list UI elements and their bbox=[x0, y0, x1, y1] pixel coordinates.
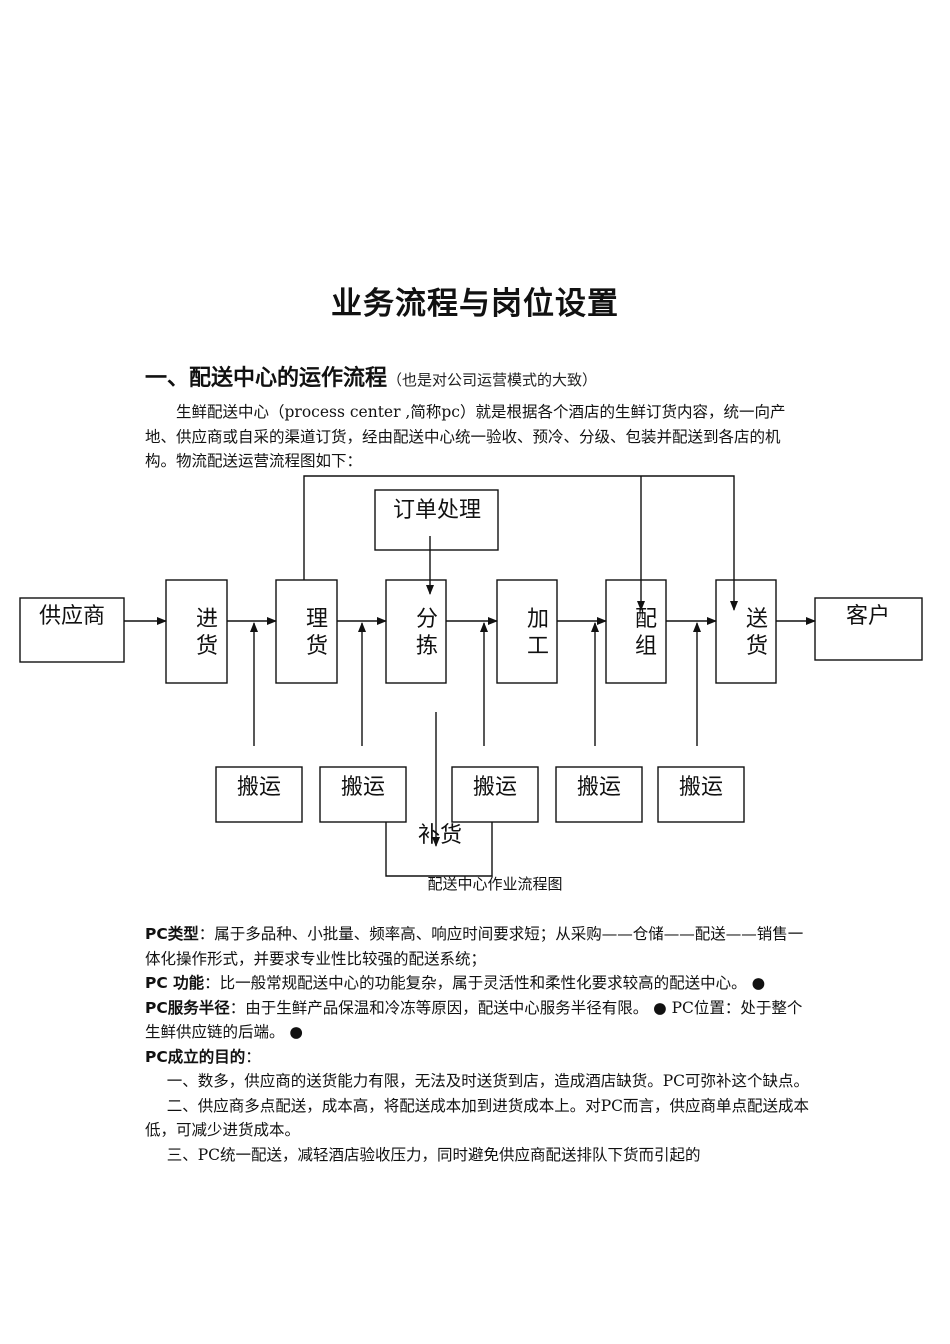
transport-label-1: 搬运 bbox=[237, 775, 281, 800]
replenish-label: 补货 bbox=[418, 823, 462, 848]
intro-paragraph: 生鲜配送中心（process center ,简称pc）就是根据各个酒店的生鲜订… bbox=[145, 403, 786, 470]
pc-radius-text: ：由于生鲜产品保温和冷冻等原因，配送中心服务半径有限。 ● PC位置：处于整个生… bbox=[145, 998, 803, 1042]
transport-label-2: 搬运 bbox=[341, 775, 385, 800]
pc-function-paragraph: PC 功能：比一般常规配送中心的功能复杂，属于灵活性和柔性化要求较高的配送中心。… bbox=[145, 971, 810, 996]
step-2-bottom: 货 bbox=[306, 634, 328, 659]
customer-box bbox=[814, 597, 923, 661]
transport-label-3: 搬运 bbox=[473, 775, 517, 800]
pc-function-label: PC 功能 bbox=[145, 974, 205, 992]
customer-label: 客户 bbox=[846, 604, 890, 629]
transport-box-2 bbox=[319, 766, 407, 823]
supplier-box bbox=[19, 597, 125, 663]
step-6-top: 送 bbox=[746, 607, 768, 632]
pc-radius-label: PC服务半径 bbox=[145, 998, 230, 1017]
step-4-bottom: 工 bbox=[527, 634, 549, 659]
transport-box-5 bbox=[657, 766, 745, 823]
step-5-bottom: 组 bbox=[635, 634, 657, 659]
pc-type-label: PC类型 bbox=[145, 925, 199, 943]
step-box-4 bbox=[496, 579, 558, 684]
section-heading-text: 一、配送中心的运作流程 bbox=[145, 366, 388, 391]
pc-details: PC类型：属于多品种、小批量、频率高、响应时间要求短；从采购——仓储——配送——… bbox=[145, 922, 810, 1167]
pc-purpose-label: PC成立的目的 bbox=[145, 1047, 246, 1066]
pc-type-paragraph: PC类型：属于多品种、小批量、频率高、响应时间要求短；从采购——仓储——配送——… bbox=[145, 922, 810, 971]
transport-label-5: 搬运 bbox=[679, 775, 723, 800]
transport-label-4: 搬运 bbox=[577, 775, 621, 800]
step-1-bottom: 货 bbox=[196, 634, 218, 659]
supplier-label: 供应商 bbox=[39, 604, 105, 629]
step-2-top: 理 bbox=[306, 607, 328, 632]
purpose-item-3: 三、PC统一配送，减轻酒店验收压力，同时避免供应商配送排队下货而引起的 bbox=[166, 1145, 701, 1164]
document-title: 业务流程与岗位设置 bbox=[331, 286, 619, 322]
step-3-bottom: 拣 bbox=[416, 634, 438, 659]
pc-radius-paragraph: PC服务半径：由于生鲜产品保温和冷冻等原因，配送中心服务半径有限。 ● PC位置… bbox=[145, 996, 810, 1045]
pc-type-text: ：属于多品种、小批量、频率高、响应时间要求短；从采购——仓储——配送——销售一体… bbox=[145, 925, 804, 968]
step-3-top: 分 bbox=[416, 607, 438, 632]
transport-box-1 bbox=[215, 766, 303, 823]
section-heading: 一、配送中心的运作流程（也是对公司运营模式的大致） bbox=[145, 360, 597, 392]
step-box-5 bbox=[605, 579, 667, 684]
transport-box-4 bbox=[555, 766, 643, 823]
section-heading-note: （也是对公司运营模式的大致） bbox=[387, 371, 598, 389]
pc-function-text: ：比一般常规配送中心的功能复杂，属于灵活性和柔性化要求较高的配送中心。 ● bbox=[204, 974, 766, 992]
step-box-6 bbox=[715, 579, 777, 684]
step-box-3 bbox=[385, 579, 447, 684]
pc-purpose-colon: ： bbox=[245, 1047, 261, 1066]
step-box-2 bbox=[275, 579, 338, 684]
step-box-1 bbox=[165, 579, 228, 684]
order-box bbox=[374, 489, 499, 551]
replenish-box bbox=[385, 822, 493, 877]
step-4-top: 加 bbox=[527, 607, 549, 632]
purpose-item-1: 一、数多，供应商的送货能力有限，无法及时送货到店，造成酒店缺货。PC可弥补这个缺… bbox=[166, 1072, 809, 1090]
transport-box-3 bbox=[451, 766, 539, 823]
flow-diagram: 供应商 客户 订单处理 补货 进 货 理 货 分 拣 加 工 配 组 送 货 搬… bbox=[19, 475, 923, 877]
step-6-bottom: 货 bbox=[746, 634, 768, 659]
order-label: 订单处理 bbox=[393, 498, 481, 523]
feedback-line bbox=[303, 475, 738, 611]
diagram-caption: 配送中心作业流程图 bbox=[427, 875, 563, 893]
step-5-top: 配 bbox=[635, 607, 657, 632]
step-1-top: 进 bbox=[196, 607, 218, 632]
pc-purpose-heading: PC成立的目的： bbox=[145, 1045, 810, 1070]
purpose-item-2: 二、供应商多点配送，成本高，将配送成本加到进货成本上。对PC而言，供应商单点配送… bbox=[145, 1096, 809, 1140]
